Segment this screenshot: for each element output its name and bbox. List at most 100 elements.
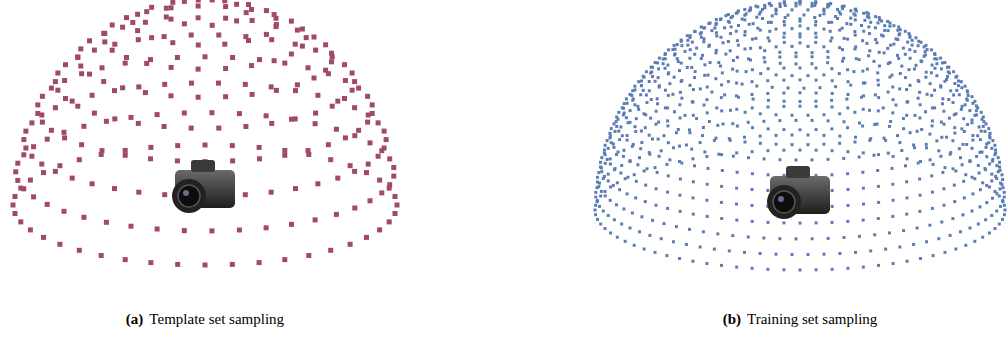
sample-point xyxy=(384,137,389,142)
sample-point xyxy=(961,105,964,108)
sample-point xyxy=(615,120,618,123)
sample-point xyxy=(759,72,762,75)
sample-point xyxy=(722,41,725,44)
sample-point xyxy=(751,38,754,41)
sample-point xyxy=(57,163,62,168)
sample-point xyxy=(946,66,949,69)
sample-point xyxy=(613,218,616,221)
sample-point xyxy=(604,162,607,165)
sample-point xyxy=(861,39,864,42)
sample-point xyxy=(364,235,369,240)
sample-point xyxy=(940,121,943,124)
sample-point xyxy=(29,120,34,125)
sample-point xyxy=(619,126,622,129)
sample-point xyxy=(997,156,1000,159)
sample-point xyxy=(680,79,683,82)
sample-point xyxy=(831,79,834,82)
sample-point xyxy=(880,34,883,37)
sample-point xyxy=(973,177,976,180)
sample-point xyxy=(748,23,751,26)
sample-point xyxy=(629,227,632,230)
sample-point xyxy=(827,4,830,7)
sample-point xyxy=(352,105,357,110)
sample-point xyxy=(841,60,844,63)
sample-point xyxy=(904,53,907,56)
sample-point xyxy=(293,186,298,191)
sample-point xyxy=(892,24,895,27)
sample-point xyxy=(803,87,806,90)
sample-point xyxy=(679,210,682,213)
sample-point xyxy=(795,55,798,58)
sample-point xyxy=(169,93,174,98)
sample-point xyxy=(368,140,373,145)
sample-point xyxy=(744,141,747,144)
sample-point xyxy=(969,160,972,163)
sample-point xyxy=(913,68,916,71)
sample-point xyxy=(920,41,923,44)
sample-point xyxy=(690,148,693,151)
sample-point xyxy=(709,61,712,64)
sample-point xyxy=(953,126,956,129)
sample-point xyxy=(771,86,774,89)
sample-point xyxy=(700,36,703,39)
sample-point xyxy=(614,167,617,170)
sample-point xyxy=(732,155,735,158)
sample-point xyxy=(631,99,634,102)
sample-point xyxy=(706,86,709,89)
sample-point xyxy=(62,78,67,83)
sample-point xyxy=(759,46,762,49)
sample-point xyxy=(743,14,746,17)
sample-point xyxy=(933,106,936,109)
sample-point xyxy=(942,110,945,113)
sample-point xyxy=(599,195,602,198)
sample-point xyxy=(55,88,60,93)
sample-point xyxy=(949,151,952,154)
sample-point xyxy=(164,15,169,20)
sample-point xyxy=(624,177,627,180)
sample-point xyxy=(657,138,660,141)
sample-point xyxy=(947,70,950,73)
sample-point xyxy=(313,48,318,53)
sample-point xyxy=(655,204,658,207)
sample-point xyxy=(328,248,333,253)
sample-point xyxy=(902,47,905,50)
sample-point xyxy=(289,222,294,227)
sample-point xyxy=(282,153,287,158)
sample-point xyxy=(744,111,747,114)
sample-point xyxy=(999,188,1002,191)
sample-point xyxy=(784,4,787,7)
sample-point xyxy=(608,132,611,135)
sample-point xyxy=(689,34,692,37)
sample-point xyxy=(379,190,384,195)
sample-point xyxy=(971,176,974,179)
sample-point xyxy=(819,86,822,89)
sample-point xyxy=(13,169,18,174)
sample-point xyxy=(980,111,983,114)
sample-point xyxy=(293,42,298,47)
sample-point xyxy=(713,27,716,30)
sample-point xyxy=(289,52,294,57)
sample-point xyxy=(843,236,846,239)
sample-point xyxy=(334,127,339,132)
sample-point xyxy=(737,24,740,27)
sample-point xyxy=(736,125,739,128)
sample-point xyxy=(847,204,850,207)
sample-point xyxy=(747,121,750,124)
sample-point xyxy=(75,55,80,60)
sample-point xyxy=(952,101,955,104)
sample-point xyxy=(751,267,754,270)
sample-point xyxy=(175,158,180,163)
sample-point xyxy=(607,173,610,176)
sample-point xyxy=(778,56,781,59)
sample-point xyxy=(646,167,649,170)
sample-point xyxy=(795,119,798,122)
sample-point xyxy=(976,134,979,137)
sample-point xyxy=(640,84,643,87)
sample-point xyxy=(766,268,769,271)
sample-point xyxy=(604,153,607,156)
sample-point xyxy=(1001,173,1004,176)
sample-point xyxy=(667,174,670,177)
sample-point xyxy=(904,164,907,167)
sample-point xyxy=(838,46,841,49)
sample-point xyxy=(853,111,856,114)
